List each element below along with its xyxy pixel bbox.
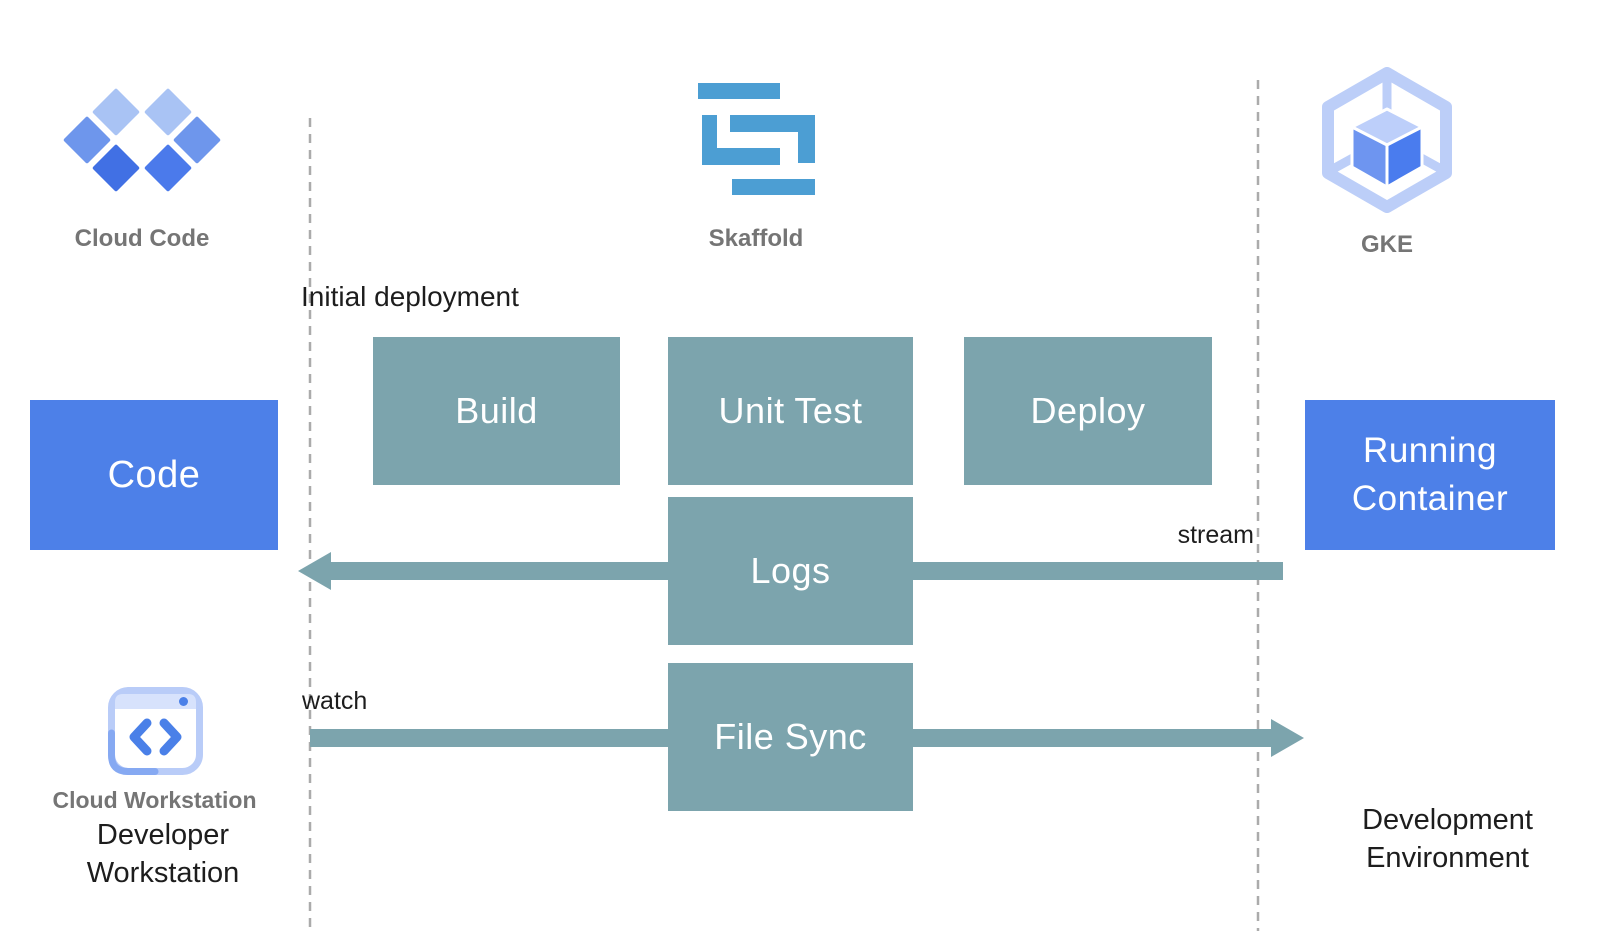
watch-label: watch — [302, 687, 368, 715]
cloud-workstation-icon — [108, 687, 203, 775]
file-sync-box: File Sync — [668, 663, 913, 811]
developer-workstation-label: Developer Workstation — [86, 819, 240, 890]
logs-stream-arrowhead — [298, 552, 331, 590]
file-sync-arrowhead — [1271, 719, 1304, 757]
initial-deployment-label: Initial deployment — [301, 281, 519, 312]
file-sync-box-label: File Sync — [714, 716, 867, 757]
cloud-code-icon — [63, 88, 221, 192]
skaffold-icon — [698, 83, 815, 195]
workstation-titlebar-dot — [179, 697, 188, 706]
build-box-label: Build — [455, 390, 538, 431]
cloud-workstation-label: Cloud Workstation — [52, 787, 257, 813]
skaffold-label: Skaffold — [708, 225, 804, 252]
workstation-frame-accent — [108, 729, 159, 775]
development-environment-label: Development Environment — [1362, 804, 1533, 875]
logs-box-label: Logs — [750, 550, 831, 591]
running-container-box: Running Container — [1305, 400, 1555, 550]
code-box-label: Code — [107, 453, 201, 496]
gke-icon — [1322, 67, 1452, 213]
unit-test-box: Unit Test — [668, 337, 913, 485]
workstation-titlebar — [115, 694, 196, 709]
code-brackets-glyph — [129, 718, 182, 756]
deploy-box-label: Deploy — [1030, 390, 1146, 431]
stream-label: stream — [1177, 521, 1254, 549]
build-box: Build — [373, 337, 620, 485]
running-container-box-label: Running Container — [1351, 430, 1509, 518]
deploy-box: Deploy — [964, 337, 1212, 485]
logs-box: Logs — [668, 497, 913, 645]
cloud-code-label: Cloud Code — [74, 225, 210, 252]
unit-test-box-label: Unit Test — [718, 390, 863, 431]
gke-label: GKE — [1360, 231, 1413, 258]
code-box: Code — [30, 400, 278, 550]
gke-hexagon — [1322, 67, 1452, 213]
gke-cube-right — [1385, 125, 1424, 189]
